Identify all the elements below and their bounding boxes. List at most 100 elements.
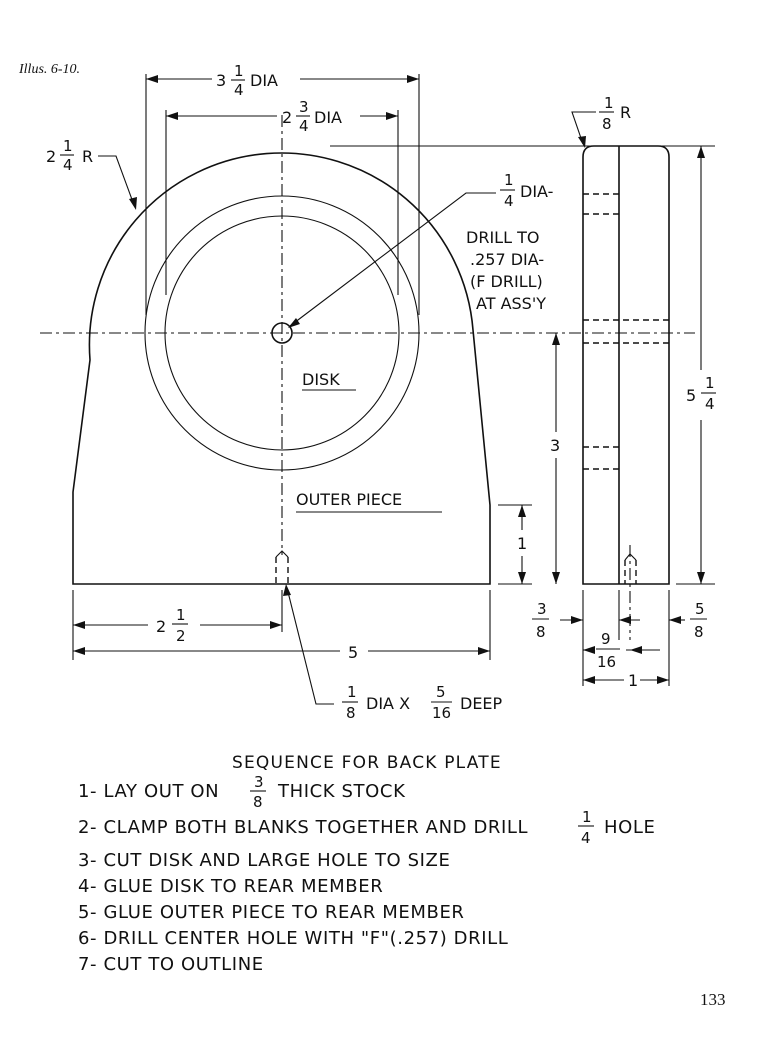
half-width-den: 2 <box>176 627 186 645</box>
front-outline <box>72 152 491 585</box>
drill-note-line-3: (F DRILL) <box>470 272 543 291</box>
arrowhead <box>630 646 642 654</box>
arrowhead <box>657 676 669 684</box>
arrowhead <box>166 112 178 120</box>
arc-radius-suffix: R <box>82 147 93 166</box>
hole-den: 4 <box>504 192 514 210</box>
arc-radius-den: 4 <box>63 156 73 174</box>
thick-c-den: 16 <box>597 653 616 671</box>
leader-line <box>286 587 334 705</box>
inner-dia-suffix: DIA <box>314 108 342 127</box>
step-1-num: 3 <box>254 773 264 791</box>
step-7: 7- CUT TO OUTLINE <box>78 954 264 975</box>
drill-note-line-2: .257 DIA- <box>470 250 544 269</box>
corner-radius-num: 1 <box>604 94 614 112</box>
outer-dia-num: 1 <box>234 62 244 80</box>
arrowhead <box>478 647 490 655</box>
disk-label: DISK <box>302 370 340 389</box>
half-width-num: 1 <box>176 606 186 624</box>
pin-hole-suffix: DEEP <box>460 694 503 713</box>
step-2-den: 4 <box>581 829 591 847</box>
step-2-num: 1 <box>582 808 592 826</box>
arrowhead <box>73 647 85 655</box>
arrowhead <box>583 646 595 654</box>
step-height-label: 1 <box>517 534 527 553</box>
step-2-prefix: 2- CLAMP BOTH BLANKS TOGETHER AND DRILL <box>78 817 528 838</box>
page-number: 133 <box>700 990 726 1009</box>
front-view: DISK OUTER PIECE <box>40 115 695 585</box>
arrowhead <box>129 197 137 210</box>
dim-arc-radius: 2 1 4 R <box>46 137 137 210</box>
outer-piece-label: OUTER PIECE <box>296 490 402 509</box>
arrowhead <box>283 584 291 596</box>
arrowhead <box>288 318 300 328</box>
dim-half-width: 2 1 2 <box>72 590 491 660</box>
drill-note-line-4: AT ASS'Y <box>476 294 546 313</box>
outer-dia-suffix: DIA <box>250 71 278 90</box>
figure-caption: Illus. 6-10. <box>19 62 81 77</box>
side-outline <box>582 145 670 585</box>
dim-center-hole: 1 4 DIA- DRILL TO .257 DIA- (F DRILL) AT… <box>288 171 553 328</box>
pin-depth-den: 16 <box>432 704 451 722</box>
height-num: 1 <box>705 374 715 392</box>
thick-a-den: 8 <box>536 623 546 641</box>
arrowhead <box>386 112 398 120</box>
dim-thickness: 3 8 5 8 9 16 1 <box>532 590 707 690</box>
arrowhead <box>552 572 560 584</box>
pin-hole-tip <box>275 550 289 558</box>
arrowhead <box>146 75 158 83</box>
sequence-notes: SEQUENCE FOR BACK PLATE 1- LAY OUT ON 3 … <box>78 753 656 975</box>
center-height-label: 3 <box>550 436 560 455</box>
arrowhead <box>571 616 583 624</box>
pin-hole-mid: DIA X <box>366 694 410 713</box>
arc-radius-num: 1 <box>63 137 73 155</box>
dim-step-height: 1 <box>498 504 532 585</box>
step-3: 3- CUT DISK AND LARGE HOLE TO SIZE <box>78 850 450 871</box>
pin-depth-num: 5 <box>436 683 446 701</box>
height-den: 4 <box>705 395 715 413</box>
outer-dia-den: 4 <box>234 81 244 99</box>
arrowhead <box>552 333 560 345</box>
dim-inner-dia: 2 3 4 DIA <box>165 98 399 295</box>
arrowhead <box>407 75 419 83</box>
width-label: 5 <box>348 643 358 662</box>
arrowhead <box>73 621 85 629</box>
arrowhead <box>619 616 631 624</box>
thick-b-num: 5 <box>695 600 705 618</box>
corner-radius-suffix: R <box>620 103 631 122</box>
pin-hole-num: 1 <box>347 683 357 701</box>
step-1-den: 8 <box>253 793 263 811</box>
arc-radius-whole: 2 <box>46 147 56 166</box>
dim-center-height: 3 <box>550 333 560 584</box>
step-4: 4- GLUE DISK TO REAR MEMBER <box>78 876 383 897</box>
arrowhead <box>697 146 705 158</box>
arrowhead <box>270 621 282 629</box>
arrowhead <box>669 616 681 624</box>
corner-radius-den: 8 <box>602 115 612 133</box>
arrowhead <box>518 572 526 584</box>
dim-outer-dia: 3 1 4 DIA <box>145 62 420 315</box>
half-width-whole: 2 <box>156 617 166 636</box>
inner-dia-num: 3 <box>299 98 309 116</box>
thick-c-num: 9 <box>601 630 611 648</box>
hole-num: 1 <box>504 171 514 189</box>
hole-suffix: DIA- <box>520 182 553 201</box>
drill-note-line-1: DRILL TO <box>466 228 539 247</box>
outer-dia-whole: 3 <box>216 71 226 90</box>
total-thickness-label: 1 <box>628 671 638 690</box>
arrowhead <box>583 676 595 684</box>
pin-hole-den: 8 <box>346 704 356 722</box>
thick-a-num: 3 <box>537 600 547 618</box>
dim-pin-hole: 1 8 DIA X 5 16 DEEP <box>283 584 503 722</box>
side-view: 1 8 R <box>571 94 670 640</box>
sequence-title: SEQUENCE FOR BACK PLATE <box>232 753 502 773</box>
leader-line <box>289 192 496 327</box>
step-1-prefix: 1- LAY OUT ON <box>78 781 219 802</box>
height-whole: 5 <box>686 386 696 405</box>
dim-height: 5 1 4 <box>330 145 716 585</box>
leader-line <box>571 111 596 145</box>
step-2-suffix: HOLE <box>604 817 656 838</box>
dim-width: 5 <box>73 643 490 662</box>
